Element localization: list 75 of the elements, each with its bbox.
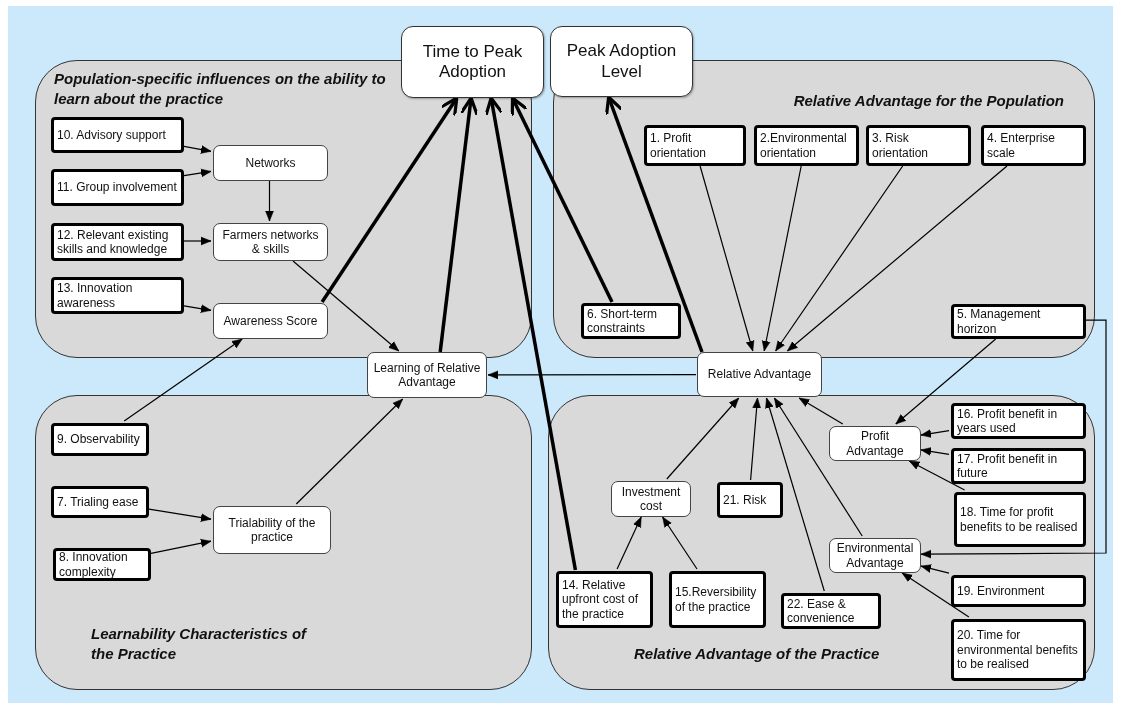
concept-box: Investment cost (611, 481, 691, 517)
factor-box: 8. Innovation complexity (53, 548, 151, 581)
arrow (320, 96, 459, 303)
panel-heading: Learnability Characteristics of the Practice (91, 624, 308, 663)
factor-box: 21. Risk (717, 482, 783, 518)
arrow (487, 370, 697, 380)
factor-box: 17. Profit benefit in future (951, 448, 1086, 484)
factor-box: 20. Time for environmental benefits to be realised (951, 619, 1086, 681)
region-panel (553, 60, 1095, 358)
factor-box: 6. Short-term constraints (581, 303, 681, 339)
arrow (150, 539, 212, 554)
factor-box: 18. Time for profit benefits to be realised (954, 492, 1086, 547)
arrow (183, 168, 212, 178)
arrow (920, 319, 1107, 559)
arrow (666, 397, 740, 480)
factor-box: 16. Profit benefit in years used (951, 403, 1086, 439)
concept-box: Learning of Relative Advantage (367, 352, 487, 398)
factor-box: 9. Observability (51, 423, 149, 456)
factor-box: 11. Group involvement (51, 169, 184, 206)
panel-heading: Population-specific influences on the ability to learn about the practice (54, 69, 387, 108)
outcome-box: Time to Peak Adoption (401, 26, 544, 98)
arrow (183, 304, 212, 313)
concept-box: Networks (213, 145, 328, 181)
arrow (265, 180, 274, 222)
arrow (920, 429, 950, 438)
arrow (762, 165, 802, 352)
arrow (438, 96, 479, 353)
arrow (901, 572, 970, 618)
panel-heading: Relative Advantage of the Practice (634, 644, 881, 664)
factor-box: 12. Relevant existing skills and knowledge (51, 223, 184, 261)
arrow (786, 165, 1008, 352)
arrow (662, 516, 698, 570)
arrow (920, 564, 950, 574)
arrow (773, 397, 863, 537)
factor-box: 10. Advisory support (51, 117, 184, 153)
arrow (908, 460, 966, 491)
arrow (183, 145, 212, 154)
arrow (183, 236, 212, 246)
arrow (292, 260, 400, 352)
concept-box: Farmers networks & skills (213, 223, 328, 261)
factor-box: 13. Innovation awareness (51, 277, 184, 314)
arrow (798, 397, 844, 425)
arrow (750, 397, 761, 481)
arrow (484, 96, 578, 571)
arrow (765, 397, 825, 592)
concept-box: Awareness Score (213, 303, 328, 339)
region-panel (35, 395, 532, 690)
arrow (123, 338, 243, 422)
arrow (895, 338, 997, 425)
arrow (775, 165, 904, 352)
panel-heading: Relative Advantage for the Population (792, 91, 1064, 111)
arrow (510, 96, 614, 303)
factor-box: 2.Environmental orientation (754, 125, 859, 166)
arrow (920, 447, 950, 456)
factor-box: 14. Relative upfront cost of the practice (556, 571, 653, 628)
factor-box: 5. Management horizon (951, 304, 1086, 339)
concept-box: Relative Advantage (697, 352, 822, 397)
concept-box: Environmental Advantage (829, 538, 921, 573)
factor-box: 15.Reversibility of the practice (669, 571, 766, 628)
factor-box: 22. Ease & convenience (781, 593, 881, 629)
arrow (616, 516, 642, 570)
arrow (295, 398, 404, 505)
outcome-box: Peak Adoption Level (550, 26, 693, 97)
factor-box: 7. Trialing ease (51, 486, 149, 518)
concept-box: Trialability of the practice (213, 506, 331, 554)
region-panel (35, 60, 532, 358)
arrow (148, 508, 212, 522)
arrow (699, 165, 755, 352)
factor-box: 19. Environment (951, 575, 1086, 607)
factor-box: 3. Risk orientation (866, 125, 971, 166)
region-panel (548, 395, 1095, 690)
arrow (605, 95, 704, 353)
concept-box: Profit Advantage (829, 426, 921, 461)
factor-box: 4. Enterprise scale (981, 125, 1086, 166)
factor-box: 1. Profit orientation (644, 125, 746, 166)
